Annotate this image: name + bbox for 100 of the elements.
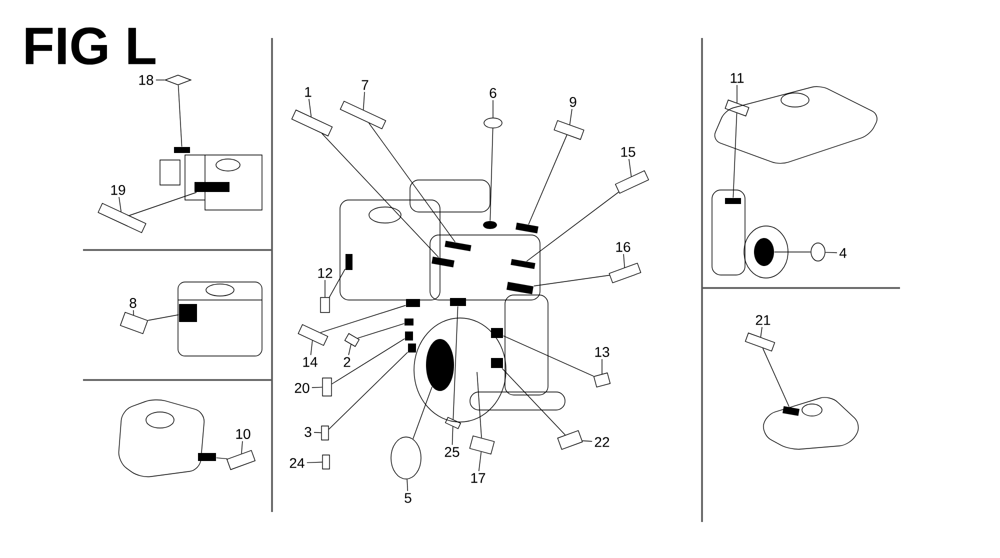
leader-line (452, 426, 454, 446)
leader-line (324, 280, 326, 298)
leader-line (314, 432, 322, 434)
leader-line (310, 340, 313, 356)
leader-line (332, 338, 406, 384)
decal-spot (405, 332, 413, 340)
leader-line (178, 84, 182, 147)
decal-outline (554, 120, 584, 140)
leader-line (148, 314, 179, 321)
decal-outline (340, 100, 386, 130)
leader-line (128, 192, 197, 216)
callout-number: 17 (471, 473, 486, 483)
callout-number: 5 (404, 493, 412, 503)
callout-number: 3 (304, 427, 312, 437)
callout-number: 24 (290, 458, 304, 468)
decal-spot (444, 240, 472, 252)
callout-number: 18 (139, 75, 154, 85)
callout-number: 13 (595, 347, 610, 357)
leader-line (308, 98, 312, 118)
decal-spot (408, 344, 416, 352)
decal-outline (557, 430, 583, 450)
leader-line (216, 457, 228, 460)
leader-line (736, 84, 738, 104)
decal-outline (322, 378, 332, 396)
decal-spot (432, 256, 454, 268)
callout-number: 25 (444, 447, 460, 457)
decal-outline (120, 312, 148, 334)
decal-spot (450, 298, 466, 306)
decal-outline (344, 333, 360, 347)
callout-number: 11 (730, 73, 744, 83)
leader-line (357, 323, 404, 339)
leader-line (241, 440, 243, 454)
leader-line (526, 192, 619, 262)
leader-line (732, 112, 738, 198)
leader-line (312, 386, 323, 388)
leader-line (476, 372, 482, 438)
decal-spot (179, 304, 197, 322)
decal-spot (506, 282, 534, 294)
callout-number: 2 (344, 357, 350, 367)
leader-line (118, 196, 122, 212)
leader-line (628, 158, 632, 177)
decal-outline (291, 110, 333, 136)
leader-line (490, 128, 494, 221)
decal-spot (516, 222, 538, 234)
callout-number: 19 (111, 185, 126, 195)
callout-number: 16 (616, 242, 630, 252)
leader-line (762, 348, 790, 408)
decal-outline (484, 118, 502, 128)
callout-number: 1 (305, 87, 312, 97)
leader-line (322, 133, 439, 258)
decal-outline (321, 426, 329, 440)
decal-spot (725, 198, 741, 204)
callout-number: 8 (130, 298, 136, 308)
decal-spot (510, 258, 536, 270)
leader-line (328, 352, 408, 430)
leader-line (406, 478, 408, 492)
callout-number: 7 (362, 80, 368, 90)
leader-line (502, 368, 566, 436)
leader-line (368, 122, 456, 242)
leader-line (492, 100, 494, 118)
leader-line (623, 254, 625, 268)
decal-outline (298, 324, 328, 346)
decal-outline (322, 454, 330, 470)
callout-number: 15 (621, 147, 636, 157)
callout-number: 20 (294, 383, 310, 393)
decal-spot (406, 299, 420, 307)
leader-line (825, 252, 838, 254)
decal-outline (390, 436, 422, 480)
decal-outline (744, 332, 776, 352)
callout-number: 12 (318, 268, 332, 278)
decal-outline (608, 262, 642, 284)
leader-line (452, 306, 458, 420)
leader-line (582, 440, 592, 442)
starter-hub (426, 339, 454, 391)
callout-number: 6 (490, 88, 496, 98)
leader-line (760, 326, 762, 338)
leader-line (306, 462, 323, 464)
leader-line (133, 310, 134, 316)
callout-number: 9 (570, 97, 576, 107)
leader-line (503, 336, 594, 377)
decal-spot (782, 406, 800, 416)
leader-line (478, 452, 482, 472)
decal-outline (810, 242, 826, 262)
callout-number: 4 (839, 248, 847, 258)
leader-line (569, 108, 572, 125)
callout-number: 14 (303, 357, 318, 367)
leader-line (363, 92, 365, 110)
leader-line (348, 344, 352, 356)
callout-number: 21 (756, 315, 770, 325)
leader-line (320, 305, 406, 333)
leader-line (412, 386, 432, 440)
decal-spot (404, 318, 414, 326)
decal-outline (320, 297, 330, 313)
callout-number: 22 (594, 437, 610, 447)
shaft-end (754, 238, 774, 266)
leader-line (528, 134, 568, 225)
decal-outline (724, 100, 750, 116)
leader-line (534, 274, 610, 286)
decal-spot (174, 147, 190, 153)
decal-outline (98, 202, 146, 234)
